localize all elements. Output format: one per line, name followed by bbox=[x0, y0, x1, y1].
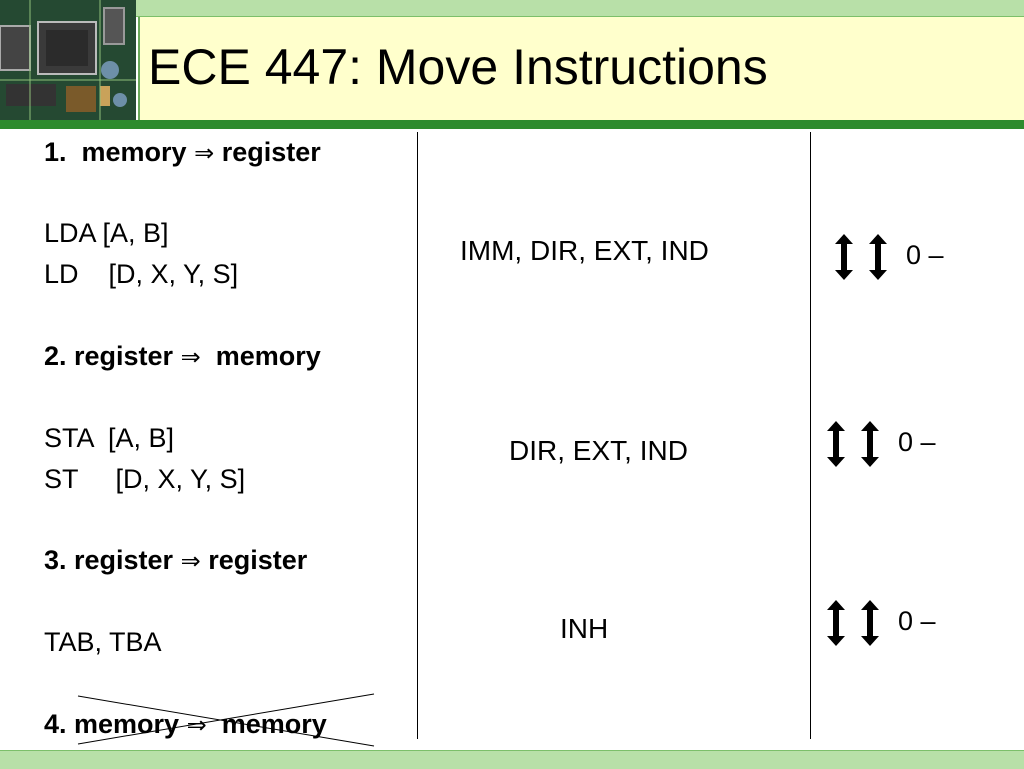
heading-text: 4. memory bbox=[44, 709, 187, 739]
ld-line: LD [D, X, Y, S] bbox=[44, 259, 239, 289]
addressing-modes-row-1: IMM, DIR, EXT, IND bbox=[460, 235, 709, 266]
heading-memory-to-memory: 4. memory ⇒ memory bbox=[44, 711, 327, 738]
circuit-board-image bbox=[0, 0, 136, 122]
title-band bbox=[138, 17, 1024, 120]
st-line: ST [D, X, Y, S] bbox=[44, 464, 246, 494]
flags-row-1: 0 – bbox=[906, 240, 944, 270]
heading-text: 1. memory bbox=[44, 137, 195, 167]
strikethrough-cross bbox=[77, 693, 375, 747]
addressing-modes-row-2: DIR, EXT, IND bbox=[509, 435, 688, 466]
heading-target: memory bbox=[221, 709, 327, 739]
flags-row-2: 0 – bbox=[898, 427, 936, 457]
title-band-rule bbox=[138, 17, 140, 120]
heading-text: 3. register bbox=[44, 545, 181, 575]
implies-icon: ⇒ bbox=[194, 139, 215, 167]
up-down-arrow-icon bbox=[827, 600, 879, 646]
up-down-arrow-icon bbox=[827, 421, 879, 467]
tab-tba-line: TAB, TBA bbox=[44, 627, 162, 657]
heading-text: 2. register bbox=[44, 341, 181, 371]
up-down-arrow-icon bbox=[835, 234, 887, 280]
heading-target: memory bbox=[215, 341, 321, 371]
top-decor-bar bbox=[0, 0, 1024, 17]
lda-line: LDA [A, B] bbox=[44, 218, 169, 248]
column-divider-right bbox=[810, 132, 811, 739]
heading-target: register bbox=[221, 137, 321, 167]
heading-memory-to-register: 1. memory ⇒ register bbox=[44, 139, 321, 166]
implies-icon: ⇒ bbox=[186, 711, 207, 739]
heading-register-to-memory: 2. register ⇒ memory bbox=[44, 343, 321, 370]
slide-title: ECE 447: Move Instructions bbox=[148, 39, 768, 95]
heading-register-to-register: 3. register ⇒ register bbox=[44, 547, 307, 574]
implies-icon: ⇒ bbox=[180, 343, 201, 371]
bottom-decor-bar bbox=[0, 750, 1024, 769]
title-underline bbox=[0, 120, 1024, 129]
column-divider-left bbox=[417, 132, 418, 739]
flags-row-3: 0 – bbox=[898, 606, 936, 636]
sta-line: STA [A, B] bbox=[44, 423, 175, 453]
implies-icon: ⇒ bbox=[180, 547, 201, 575]
addressing-modes-row-3: INH bbox=[560, 613, 609, 644]
heading-target: register bbox=[208, 545, 308, 575]
